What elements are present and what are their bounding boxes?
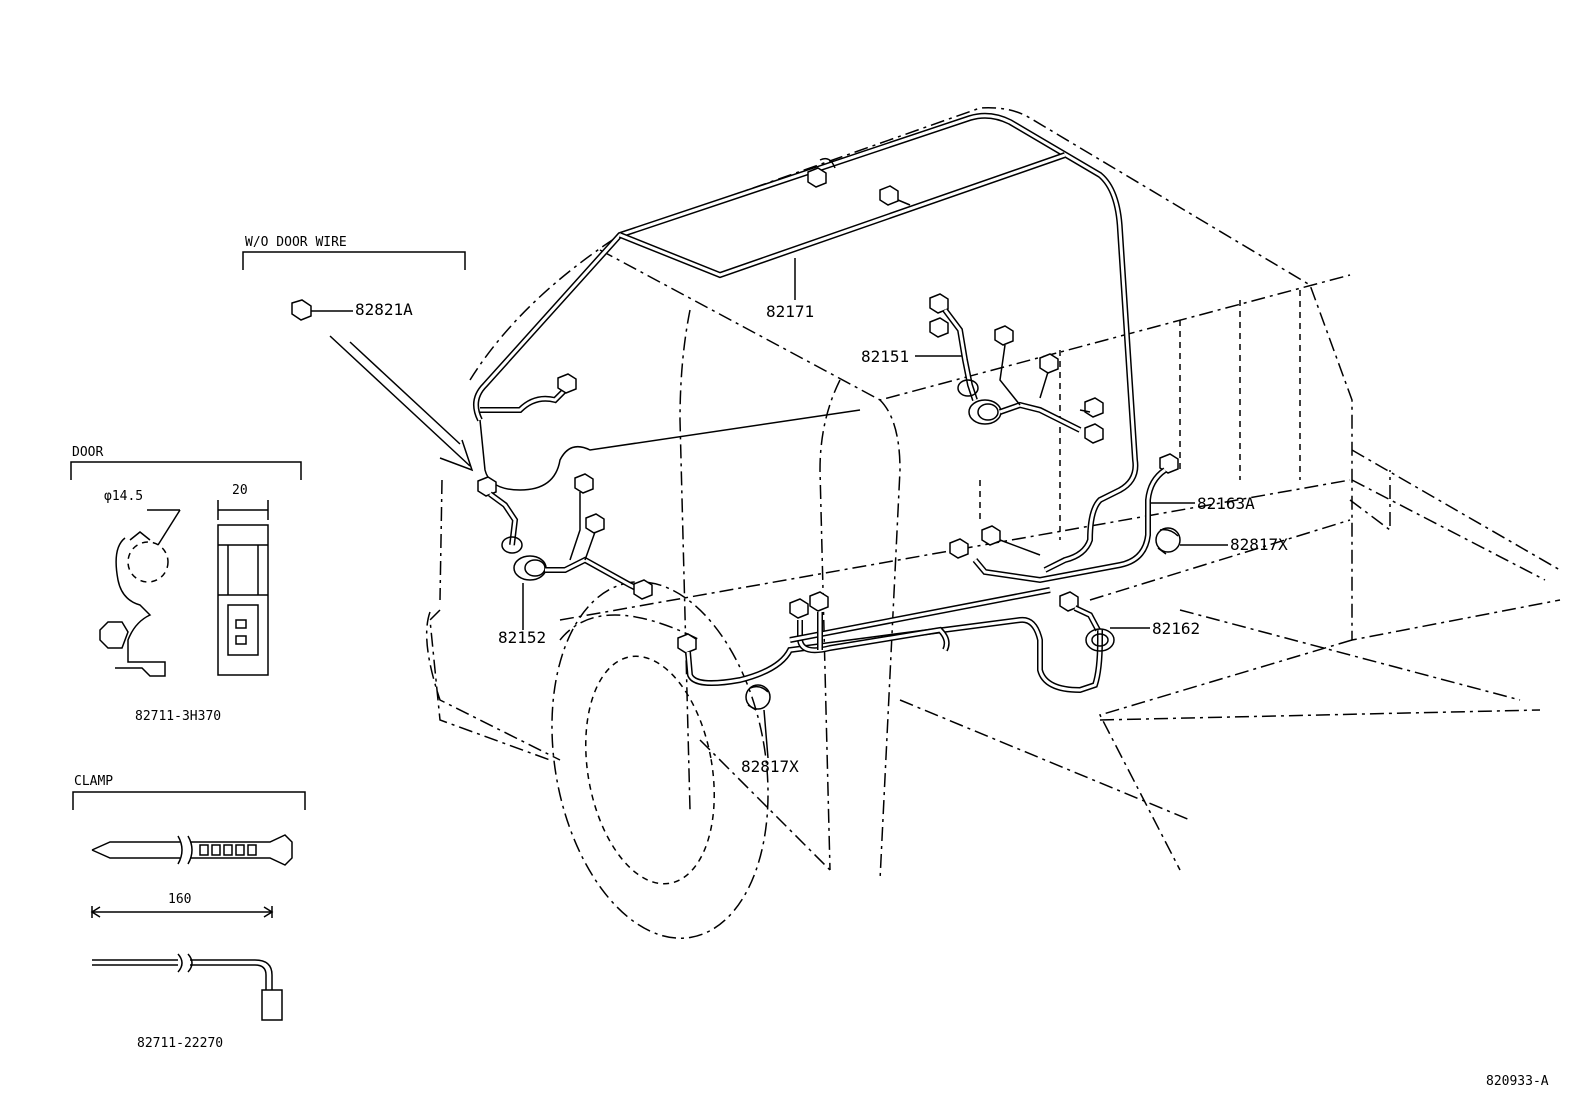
leader-lines [522, 258, 1228, 759]
callout-82151: 82151 [861, 347, 910, 366]
clamp-length-label: 160 [168, 892, 192, 907]
callout-82171: 82171 [766, 302, 815, 321]
callout-82162: 82162 [1152, 619, 1201, 638]
door-title: DOOR [72, 445, 104, 460]
harness-82152 [477, 473, 653, 600]
clamp-bracket [72, 791, 306, 1021]
diagram-ref-code: 820933-A [1486, 1074, 1549, 1089]
wo-door-wire-bracket [242, 251, 466, 321]
grommet-82817X-bottom [745, 684, 771, 711]
harness-82171 [473, 112, 1139, 573]
harness-floor [677, 587, 1115, 694]
callout-82152: 82152 [498, 628, 547, 647]
grommet-82817X-right [1155, 527, 1181, 555]
harness-left-upper [480, 373, 577, 413]
door-width-label: 20 [232, 483, 248, 498]
callout-82163A: 82163A [1197, 494, 1255, 513]
part-82821A-label: 82821A [355, 300, 413, 319]
door-diameter-label: φ14.5 [104, 489, 144, 504]
door-bracket [70, 461, 302, 677]
clamp-title: CLAMP [74, 774, 114, 789]
harness-82151 [929, 293, 1104, 444]
callout-82817X-right: 82817X [1230, 535, 1288, 554]
part-82711-3H370-label: 82711-3H370 [135, 709, 222, 724]
wo-door-wire-title: W/O DOOR WIRE [245, 235, 347, 250]
harness-82163A [949, 453, 1179, 584]
callout-82817X-bottom: 82817X [741, 757, 799, 776]
direction-arrow [329, 335, 474, 472]
part-82711-22270-label: 82711-22270 [137, 1036, 224, 1051]
